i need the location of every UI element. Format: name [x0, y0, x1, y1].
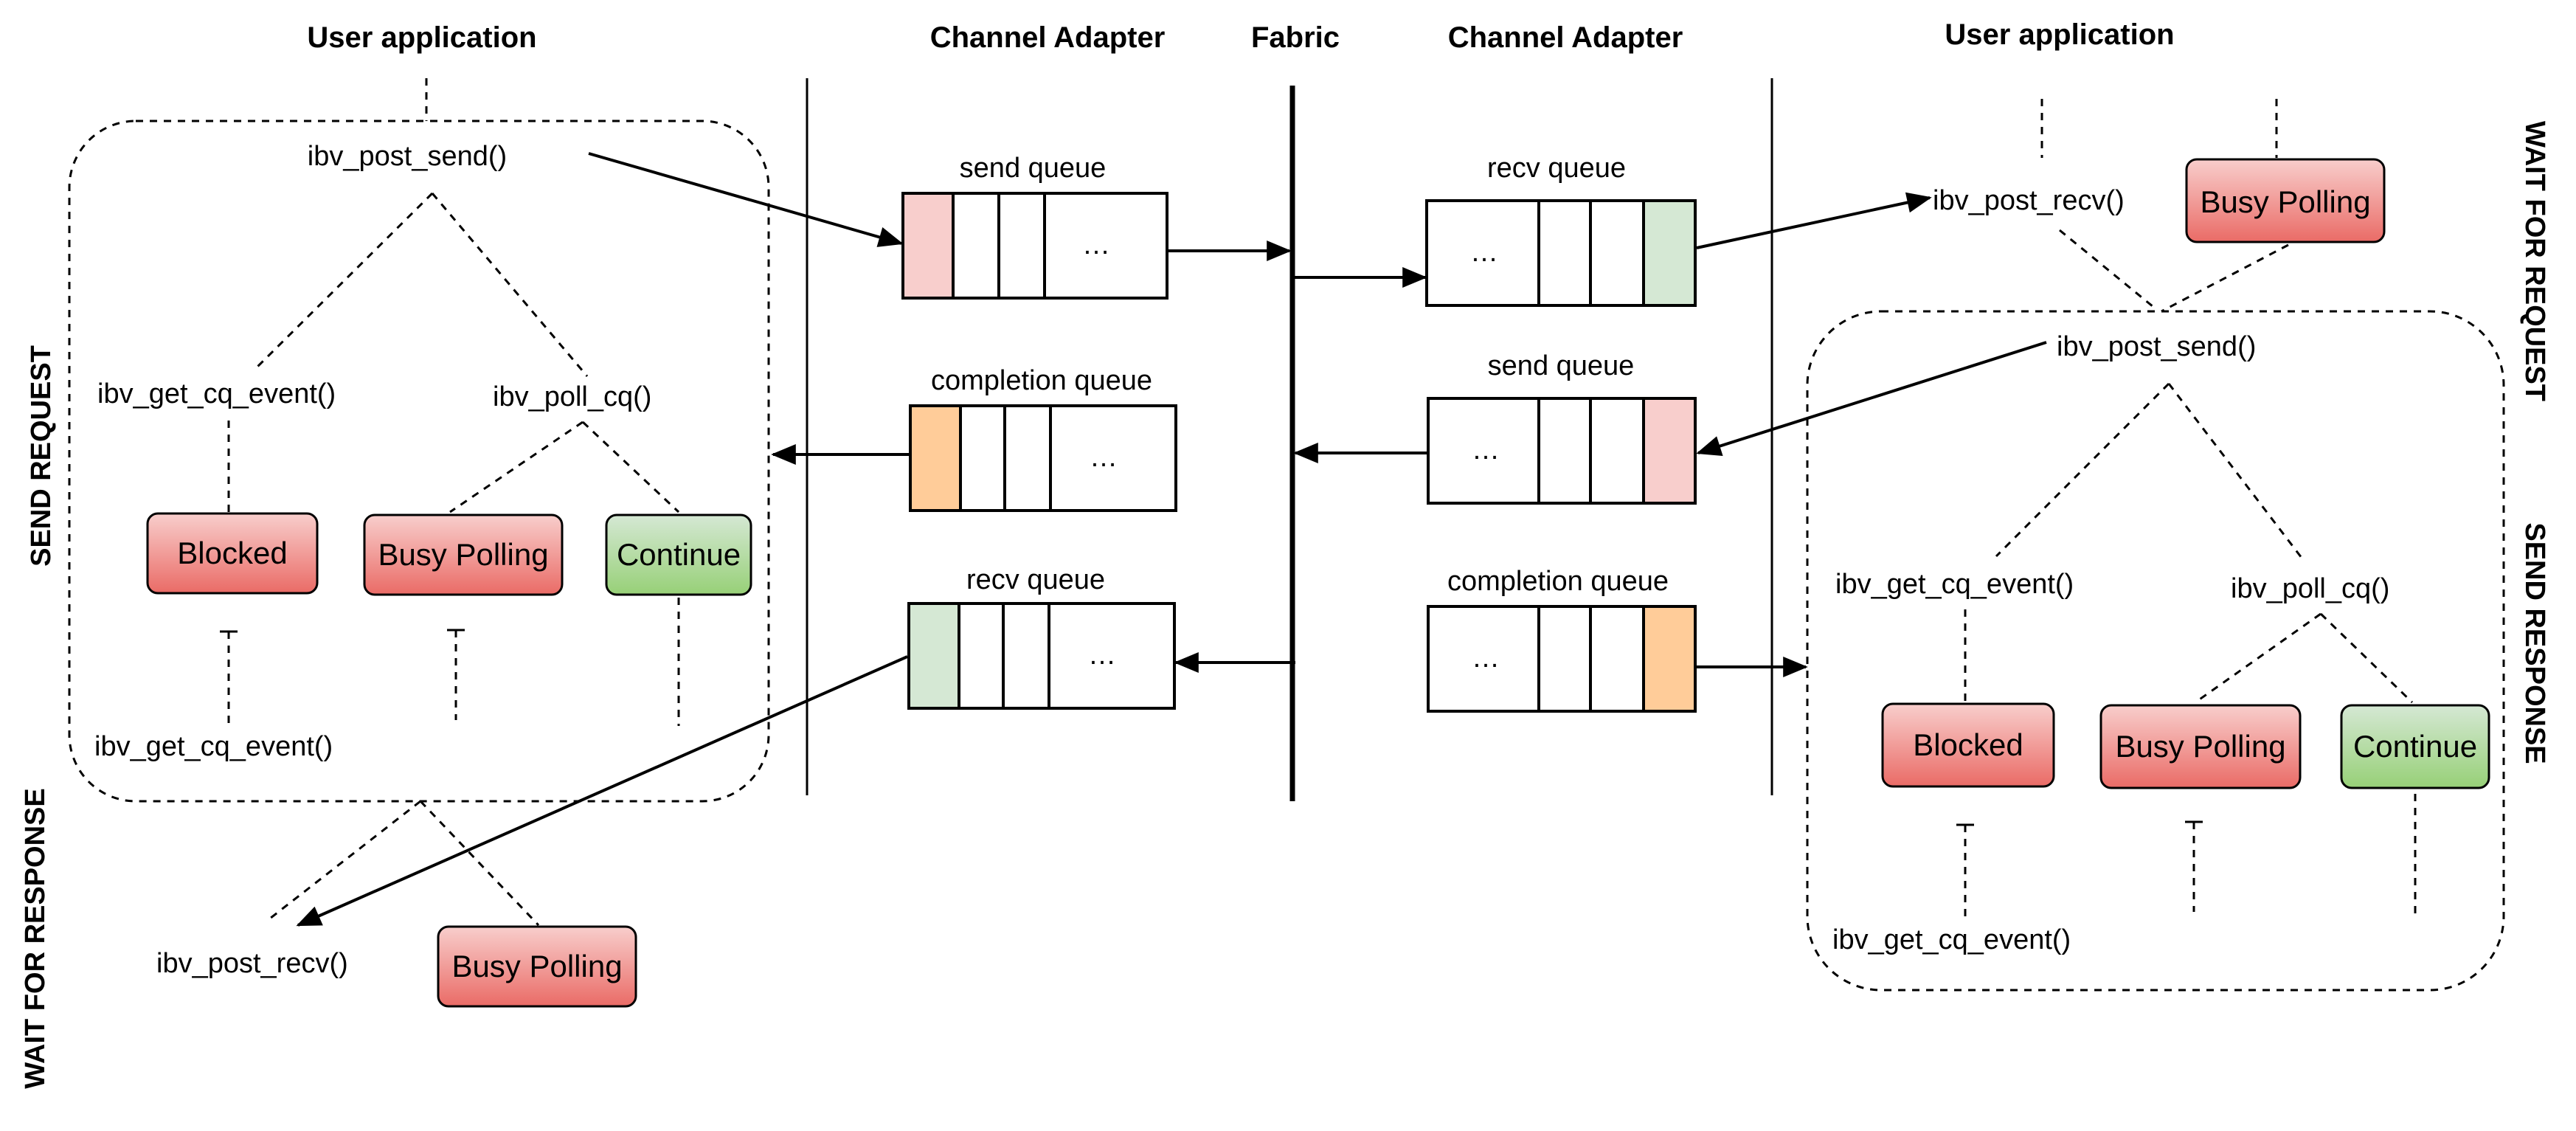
right-ibv-poll-cq: ibv_poll_cq(): [2231, 573, 2389, 604]
left-continue-label: Continue: [617, 537, 741, 572]
right-continue-label: Continue: [2353, 729, 2477, 764]
left-busy-polling-bottom-label: Busy Polling: [451, 949, 622, 983]
right-continue-box: [2340, 704, 2490, 789]
right-ibv-post-recv: ibv_post_recv(): [1933, 185, 2125, 216]
right-blocked-label: Blocked: [1913, 727, 2023, 762]
right-ibv-get-cq-event-bottom: ibv_get_cq_event(): [1832, 924, 2071, 955]
connector: [2195, 612, 2321, 704]
left-ibv-get-cq-event-bottom: ibv_get_cq_event(): [94, 731, 333, 762]
ellipsis: …: [1082, 229, 1110, 260]
left-ibv-poll-cq: ibv_poll_cq(): [493, 381, 651, 412]
side-label-wait-for-request: WAIT FOR REQUEST: [2519, 121, 2550, 401]
connector: [2319, 612, 2414, 704]
right-busy-polling-box: [2099, 704, 2302, 789]
right-ibv-get-cq-event: ibv_get_cq_event(): [1835, 569, 2074, 600]
header-fabric: Fabric: [1251, 21, 1340, 54]
arrows: [296, 152, 2047, 927]
arrow-recv-queue-to-post-recv: [1696, 192, 1932, 249]
left-ibv-post-send: ibv_post_send(): [308, 141, 507, 172]
ellipsis: …: [1088, 640, 1116, 671]
right-blocked-box: [1881, 702, 2055, 788]
ellipsis: …: [1090, 442, 1118, 473]
right-completion-queue-entry: [1642, 605, 1697, 713]
header-right-channel-adapter: Channel Adapter: [1448, 21, 1683, 54]
right-send-queue: …: [1427, 397, 1697, 505]
left-ibv-get-cq-event: ibv_get_cq_event(): [97, 378, 336, 409]
left-continue-box: [605, 513, 752, 596]
header-right-user-application: User application: [1945, 18, 2174, 51]
header-left-channel-adapter: Channel Adapter: [930, 21, 1166, 54]
ellipsis: …: [1470, 237, 1498, 268]
right-recv-queue: …: [1425, 199, 1697, 307]
right-send-queue-entry: [1642, 397, 1697, 505]
left-recv-queue-label: recv queue: [966, 564, 1105, 595]
connector: [431, 193, 589, 377]
arrow-recv-queue-to-post-recv-left: [296, 655, 908, 927]
connector: [2059, 229, 2158, 311]
connector: [2161, 243, 2289, 313]
left-completion-queue: …: [909, 404, 1177, 512]
arrow-post-send-to-send-queue: [588, 152, 904, 247]
arrow-post-send-to-send-queue-right: [1696, 341, 2047, 457]
left-busy-polling-box: [363, 513, 564, 596]
right-busy-polling-top-box: [2185, 158, 2386, 243]
connector: [266, 800, 421, 922]
left-blocked-box: [146, 512, 319, 595]
left-send-queue-label: send queue: [960, 153, 1107, 184]
right-completion-queue-label: completion queue: [1447, 566, 1669, 597]
right-recv-queue-label: recv queue: [1487, 153, 1626, 184]
left-channel-adapter: send queue … completion queue … recv que…: [901, 153, 1177, 710]
left-send-queue-entry: [901, 192, 955, 300]
right-recv-queue-entry: [1642, 199, 1697, 307]
right-send-response-region: [1806, 310, 2505, 992]
right-busy-polling-top-label: Busy Polling: [2200, 184, 2370, 219]
ellipsis: …: [1472, 435, 1500, 466]
connector: [419, 800, 540, 927]
connector: [254, 192, 434, 370]
left-busy-polling-bottom-box: [437, 925, 637, 1008]
left-user-application: ibv_post_send() ibv_get_cq_event() ibv_p…: [68, 78, 770, 1008]
left-recv-queue-entry: [907, 602, 960, 710]
side-label-send-request: SEND REQUEST: [26, 345, 57, 567]
right-user-application: ibv_post_recv() Busy Polling ibv_post_se…: [1806, 99, 2505, 992]
ellipsis: …: [1472, 643, 1500, 674]
left-blocked-label: Blocked: [177, 536, 287, 570]
right-busy-polling-label: Busy Polling: [2115, 729, 2285, 764]
side-label-wait-for-response: WAIT FOR RESPONSE: [20, 788, 51, 1088]
connector: [581, 421, 680, 513]
header-left-user-application: User application: [307, 21, 536, 54]
side-label-send-response: SEND RESPONSE: [2519, 522, 2550, 764]
left-recv-queue: …: [907, 602, 1176, 710]
left-send-request-region: [68, 120, 770, 803]
left-send-queue: …: [901, 192, 1168, 300]
left-completion-queue-entry: [909, 404, 962, 512]
left-busy-polling-label: Busy Polling: [378, 537, 548, 572]
right-ibv-post-send: ibv_post_send(): [2057, 331, 2256, 362]
right-send-queue-label: send queue: [1488, 350, 1635, 381]
right-channel-adapter: recv queue … send queue … completion que…: [1425, 153, 1697, 713]
left-ibv-post-recv: ibv_post_recv(): [156, 948, 348, 979]
right-completion-queue: …: [1427, 605, 1697, 713]
left-completion-queue-label: completion queue: [931, 365, 1152, 396]
connector: [449, 421, 584, 513]
connector: [1995, 382, 2170, 558]
connector: [2167, 383, 2303, 558]
